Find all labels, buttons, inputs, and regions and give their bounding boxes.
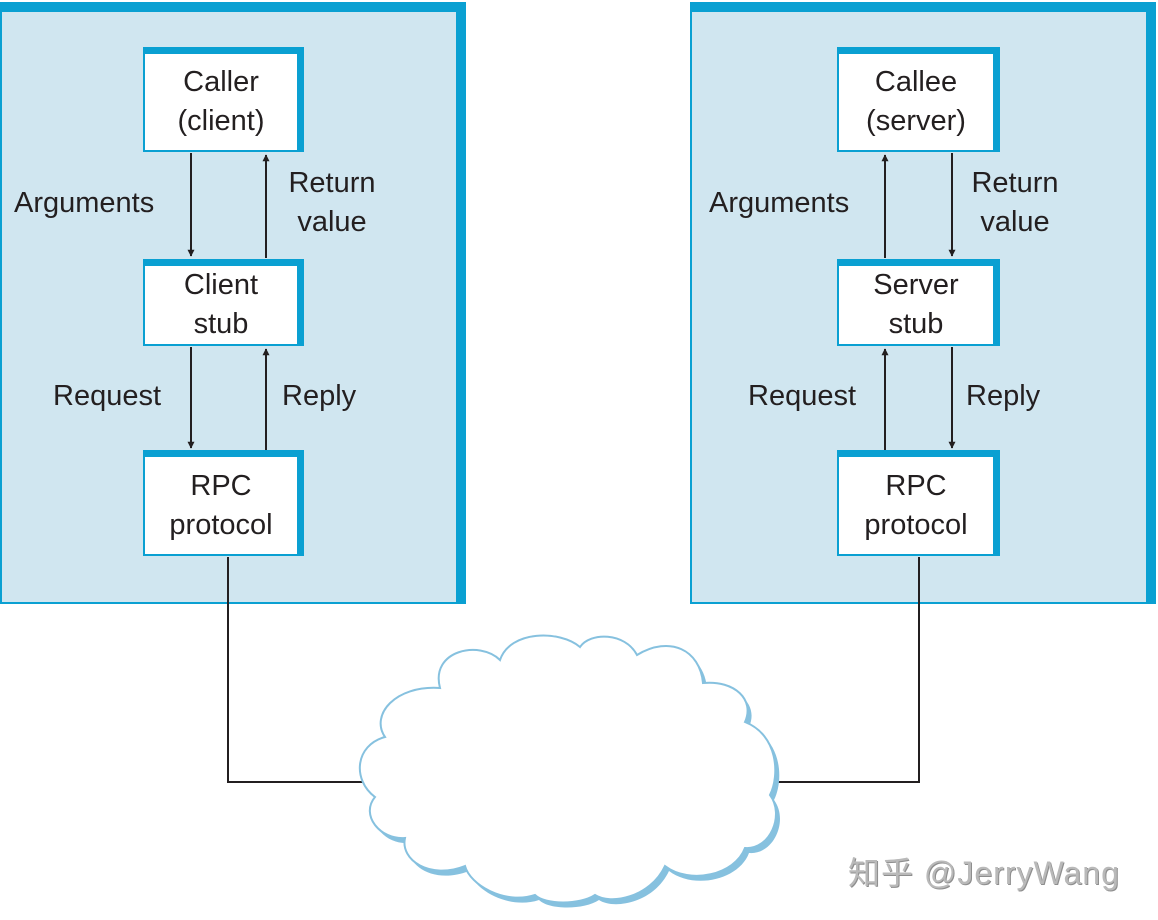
client-stub-label-line2: stub <box>193 308 249 340</box>
server-stub-label-line1: Server <box>873 269 959 301</box>
server-request-label: Request <box>748 380 857 412</box>
client-rpc-label-line1: RPC <box>190 469 252 502</box>
caller-label-line2: (client) <box>177 105 265 137</box>
caller-client-box: Caller (client) <box>143 47 304 152</box>
server-stub-label-line2: stub <box>888 308 944 340</box>
client-arguments-label: Arguments <box>14 187 155 219</box>
server-return-line2: value <box>980 206 1050 238</box>
client-stub-box: Client stub <box>143 259 304 346</box>
client-network-link <box>227 557 365 783</box>
client-return-value-label: Return value <box>280 164 384 242</box>
server-arguments-label: Arguments <box>709 187 850 219</box>
caller-label-line1: Caller <box>183 66 259 98</box>
client-reply-label: Reply <box>282 380 357 412</box>
server-rpc-label-line2: protocol <box>864 508 968 541</box>
client-return-line2: value <box>297 206 367 238</box>
client-rpc-protocol-box: RPC protocol <box>143 450 304 556</box>
client-rpc-label-line2: protocol <box>169 508 273 541</box>
server-rpc-label-line1: RPC <box>885 469 947 502</box>
client-request-label: Request <box>53 380 162 412</box>
server-stub-box: Server stub <box>837 259 1000 346</box>
watermark-label: 知乎 @JerryWang <box>848 855 1120 891</box>
callee-label-line1: Callee <box>874 66 958 98</box>
server-reply-label: Reply <box>966 380 1041 412</box>
callee-server-box: Callee (server) <box>837 47 1000 152</box>
client-return-line1: Return <box>288 167 376 199</box>
client-stub-label-line1: Client <box>183 269 259 301</box>
server-return-value-label: Return value <box>962 164 1068 242</box>
cloud-icon <box>358 634 780 908</box>
callee-label-line2: (server) <box>866 105 966 137</box>
server-network-link <box>775 557 920 783</box>
server-return-line1: Return <box>971 167 1059 199</box>
server-rpc-protocol-box: RPC protocol <box>837 450 1000 556</box>
